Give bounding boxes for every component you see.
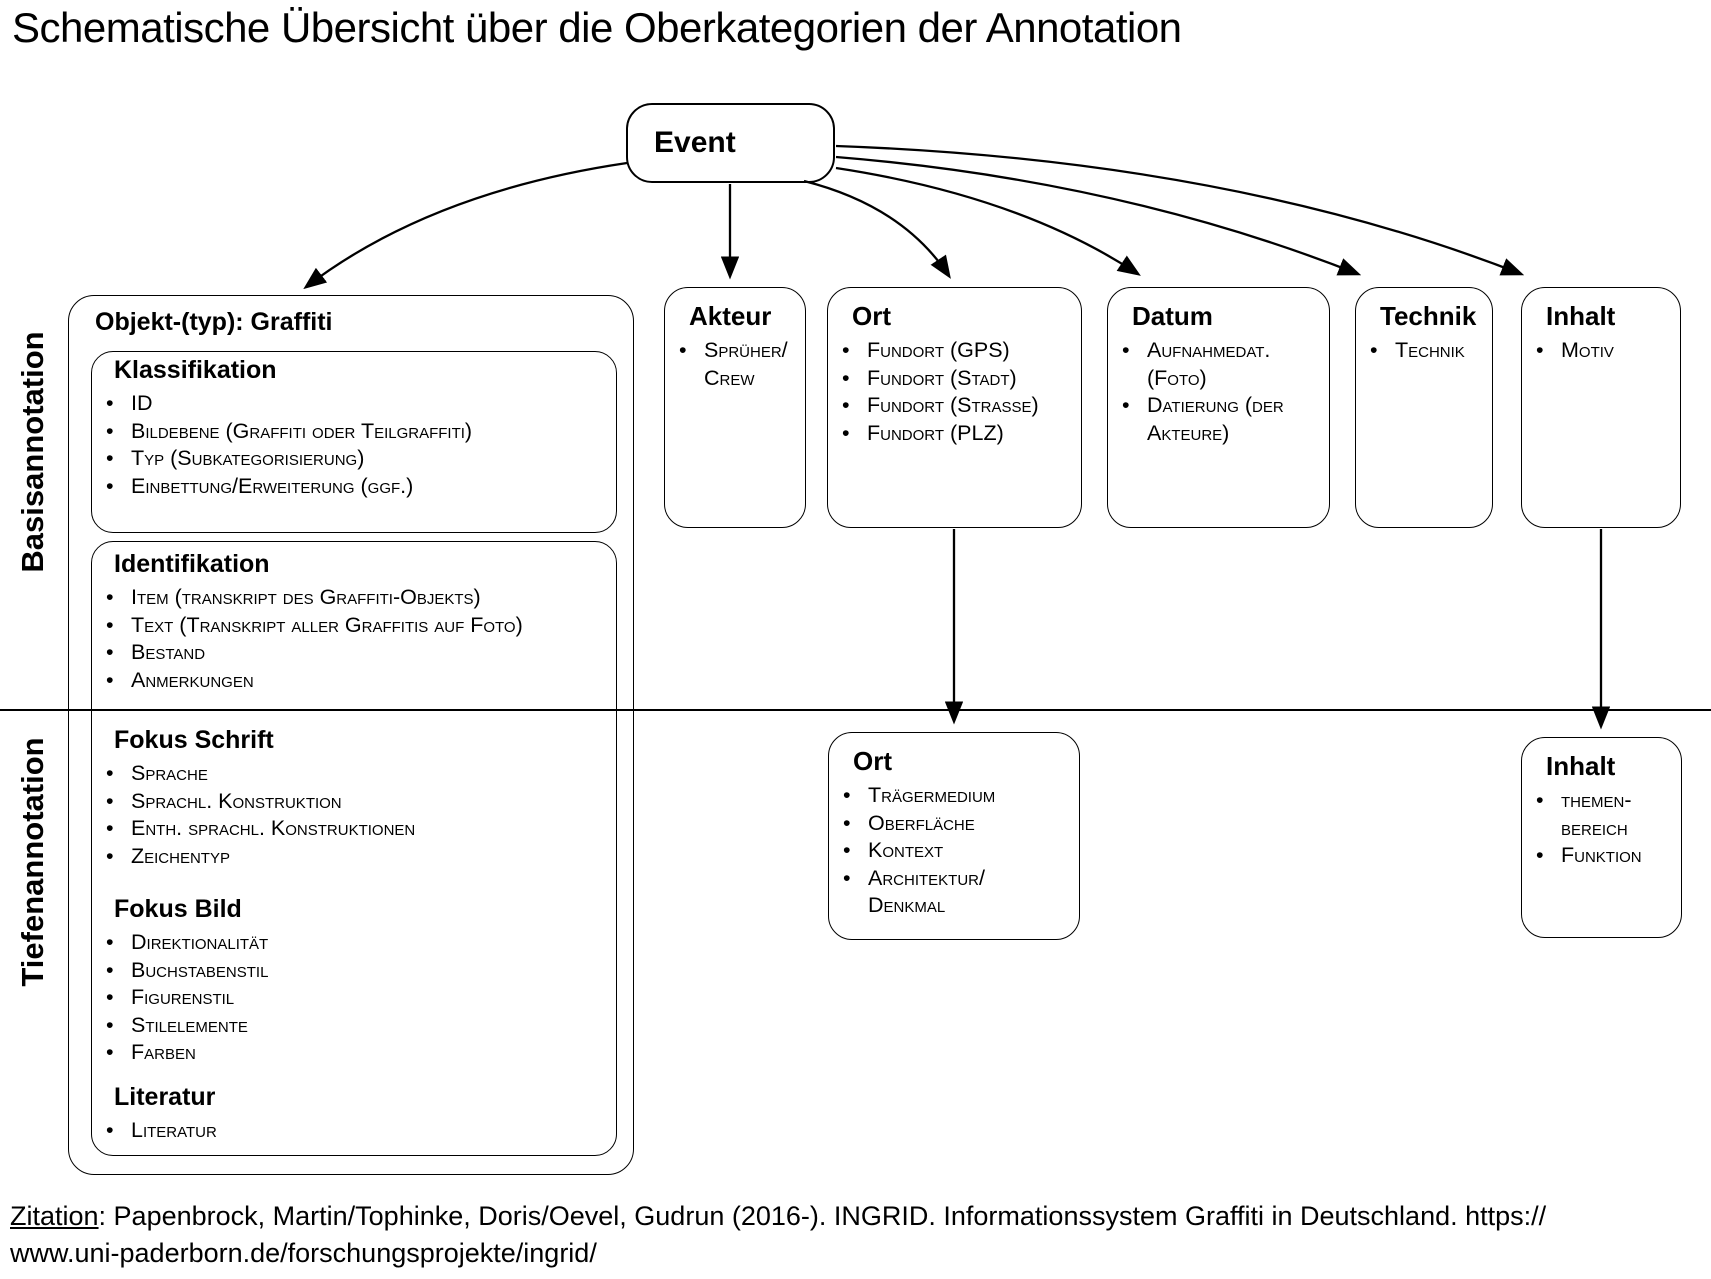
inhalt-box: Inhalt Motiv [1521,287,1681,528]
identifikation-list: Item (transkript des Graffiti-Objekts) T… [92,584,616,694]
technik-list: Technik [1356,337,1492,365]
list-item: ID [106,390,610,418]
identifikation-title: Identifikation [114,550,270,578]
list-item: Sprachl. Konstruktion [106,788,610,816]
arrow-event-to-datum [835,166,1141,276]
citation-text: : Papenbrock, Martin/Tophinke, Doris/Oev… [10,1201,1547,1268]
identifikation-section: Identifikation Item (transkript des Graf… [92,546,616,694]
fokus-bild-title: Fokus Bild [114,895,242,923]
datum-list: Aufnahmedat. (Foto) Datierung (der Akteu… [1108,337,1329,447]
fokus-bild-list: Direktionalität Buchstabenstil Figurenst… [92,929,616,1067]
arrow-event-to-objekt [303,161,628,290]
list-item: Direktionalität [106,929,610,957]
list-item: Datierung (der Akteure) [1122,392,1323,447]
akteur-box: Akteur Sprüher/ Crew [664,287,806,528]
inhalt-title: Inhalt [1546,301,1616,331]
list-item: Figurenstil [106,984,610,1012]
ort-tiefe-title: Ort [853,746,892,776]
akteur-list: Sprüher/ Crew [665,337,805,392]
list-item: Fundort (Straße) [842,392,1075,420]
list-item: Farben [106,1039,610,1067]
literatur-section: Literatur Literatur [92,1079,616,1145]
citation: Zitation: Papenbrock, Martin/Tophinke, D… [10,1198,1702,1272]
list-item: Text (Transkript aller Graffitis auf Fot… [106,612,610,640]
fokus-schrift-title: Fokus Schrift [114,726,274,754]
ort-box: Ort Fundort (GPS) Fundort (Stadt) Fundor… [827,287,1082,528]
list-item: Bestand [106,639,610,667]
page-title: Schematische Übersicht über die Oberkate… [12,4,1182,51]
list-item: Stilelemente [106,1012,610,1040]
row-label-tiefenannotation: Tiefenannotation [15,737,50,987]
klassifikation-title: Klassifikation [114,356,277,384]
technik-title: Technik [1380,301,1477,331]
list-item: Typ (Subkategorisierung) [106,445,610,473]
datum-title: Datum [1132,301,1213,331]
list-item: Literatur [106,1117,610,1145]
ort-list: Fundort (GPS) Fundort (Stadt) Fundort (S… [828,337,1081,447]
arrow-event-to-inhalt [835,144,1525,276]
ort-tiefe-box: Ort Trägermedium Oberfläche Kontext Arch… [828,732,1080,940]
inhalt-list: Motiv [1522,337,1680,365]
ort-tiefe-list: Trägermedium Oberfläche Kontext Architek… [829,782,1079,920]
ort-title: Ort [852,301,891,331]
list-item: Fundort (PLZ) [842,420,1075,448]
objekt-box-title: Objekt-(typ): Graffiti [95,308,333,336]
list-item: Bildebene (Graffiti oder Teilgraffiti) [106,418,610,446]
list-item: Funktion [1536,842,1675,870]
akteur-title: Akteur [689,301,772,331]
row-label-basisannotation: Basisannotation [15,331,50,573]
technik-box: Technik Technik [1355,287,1493,528]
fokus-schrift-section: Fokus Schrift Sprache Sprachl. Konstrukt… [92,722,616,870]
klassifikation-list: ID Bildebene (Graffiti oder Teilgraffiti… [92,390,616,500]
citation-label: Zitation [10,1201,99,1231]
event-label: Event [654,126,736,159]
inhalt-tiefe-title: Inhalt [1546,751,1616,781]
objekt-box: Objekt-(typ): Graffiti Klassifikation ID… [68,295,634,1175]
list-item: Fundort (GPS) [842,337,1075,365]
list-item: Zeichentyp [106,843,610,871]
basis-tiefen-divider-line [0,709,1711,711]
list-item: Einbettung/Erweiterung (ggf.) [106,473,610,501]
list-item: Oberfläche [843,810,1073,838]
list-item: Kontext [843,837,1073,865]
fokus-schrift-list: Sprache Sprachl. Konstruktion Enth. spra… [92,760,616,870]
literatur-title: Literatur [114,1083,216,1111]
list-item: Enth. sprachl. Konstruktionen [106,815,610,843]
list-item: Architektur/ Denkmal [843,865,1073,920]
list-item: Trägermedium [843,782,1073,810]
list-item: themen- bereich [1536,787,1675,842]
datum-box: Datum Aufnahmedat. (Foto) Datierung (der… [1107,287,1330,528]
arrow-event-to-ort [803,179,951,279]
fokus-bild-section: Fokus Bild Direktionalität Buchstabensti… [92,891,616,1067]
list-item: Fundort (Stadt) [842,365,1075,393]
list-item: Technik [1370,337,1486,365]
list-item: Sprüher/ Crew [679,337,799,392]
inhalt-tiefe-list: themen- bereich Funktion [1522,787,1681,870]
list-item: Sprache [106,760,610,788]
list-item: Motiv [1536,337,1674,365]
literatur-list: Literatur [92,1117,616,1145]
list-item: Aufnahmedat. (Foto) [1122,337,1323,392]
list-item: Buchstabenstil [106,957,610,985]
inhalt-tiefe-box: Inhalt themen- bereich Funktion [1521,737,1682,938]
klassifikation-box: Klassifikation ID Bildebene (Graffiti od… [91,351,617,533]
identifikation-fokus-box: Identifikation Item (transkript des Graf… [91,541,617,1156]
list-item: Item (transkript des Graffiti-Objekts) [106,584,610,612]
arrow-event-to-technik [835,155,1362,276]
event-node: Event [626,103,835,183]
list-item: Anmerkungen [106,667,610,695]
